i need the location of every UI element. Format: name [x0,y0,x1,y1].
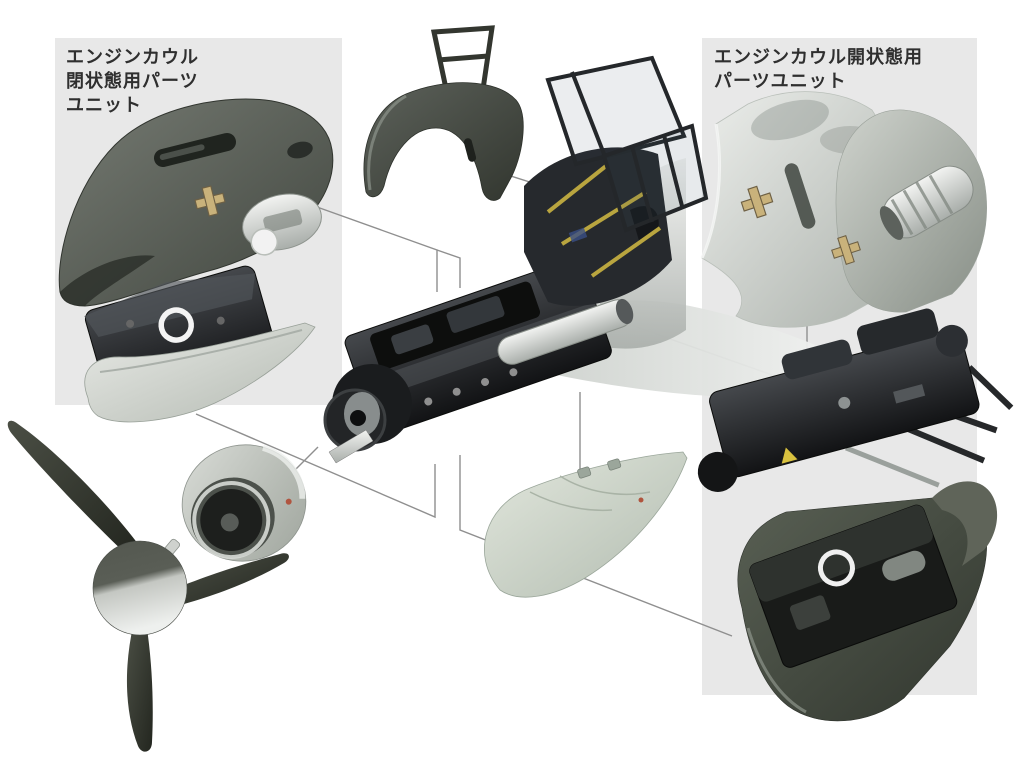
tank-mount-lug [607,458,622,471]
right-panel-label-line2: パーツユニット [714,71,847,91]
windscreen-mullion [630,145,654,223]
open-cowl-rim-highlight [700,123,721,259]
connector-bottom-cowl [459,455,733,637]
cowl-ring-rim [192,481,271,560]
engine-white-ring [158,307,194,343]
engine-hub [220,513,239,532]
camo-mottle [751,99,829,141]
open-canopy-frame [545,55,687,167]
bottom-cowl-engine [749,504,958,668]
cowl-belly-pan [84,322,316,423]
red-detail-dot [285,498,292,505]
left-panel-label: エンジンカウル 閉状態用パーツ ユニット [66,45,199,117]
propeller-blade-lower [126,622,153,752]
cowl-vent-slot [784,163,816,229]
spinner [92,540,188,636]
propeller-shaft [328,429,374,464]
engine-top-hump [856,308,939,355]
propeller-blade-right [172,553,289,606]
engine-detail [935,324,968,357]
right-panel-label-line1: エンジンカウル開状態用 [714,47,923,67]
gun-cowl-body [363,82,524,201]
machine-gun-cowl [363,25,524,201]
gun-cowl-slot [463,138,477,162]
oil-cooler-unit [242,193,322,256]
left-panel-label-line3: ユニット [66,95,142,115]
mount-strut-silver [845,445,940,488]
propeller-and-spinner [7,420,289,752]
engine-cowl-bottom [737,481,998,722]
drop-tank [484,451,688,598]
supercharger-cylinder [879,165,974,240]
drop-tank-body [484,451,688,598]
engine-bolt [216,316,225,325]
drop-tank-band [529,491,613,512]
tank-red-mark [638,497,644,503]
tank-mount-lug [577,466,592,479]
bottom-cowl-white-ring [817,549,855,587]
engine-cowl-top-closed [58,98,334,307]
cowl-inner-shadow [60,255,155,306]
left-panel-label-line2: 閉状態用パーツ [66,71,199,91]
belly-pan-lip [99,329,303,373]
drop-tank-band [559,475,651,495]
fuselage-engine-assembly [323,147,868,464]
engine-detail [838,396,851,409]
shaft-hub [350,410,366,426]
engine-top-hump [781,339,853,380]
belly-pan-body [84,322,316,423]
cowl-ring-highlight [262,444,306,499]
canopy-frames [545,55,709,233]
propeller-blade-upper [7,420,139,556]
bottom-cowl-rim-highlight [746,627,807,714]
engine-with-mount-frame [697,308,1014,492]
right-panel-label: エンジンカウル開状態用 パーツユニット [714,45,923,93]
exhaust-slot-highlight [159,144,205,161]
cowl-ring [181,444,307,562]
engine-detail [893,384,926,404]
cowl-intake [287,141,313,159]
connector-belly-pan [195,413,436,519]
gun-cowl-rim-highlight [367,94,407,191]
bottom-cowl-flange [932,481,998,566]
instrument-detail [568,227,588,243]
engine-cowl-open-right [828,109,987,313]
connector-left-cowl-branch [436,249,461,288]
open-canopy-brace [570,71,606,155]
connector-left-cowl [316,206,438,292]
engine-block-top-face [84,273,256,337]
exhaust-shroud-tube [497,298,634,365]
left-panel-label-line1: エンジンカウル [66,47,199,67]
windscreen-mullion [662,134,684,207]
engine-bolt [126,319,135,328]
engine-nose [697,451,738,492]
yellow-warning-triangle [780,445,800,466]
